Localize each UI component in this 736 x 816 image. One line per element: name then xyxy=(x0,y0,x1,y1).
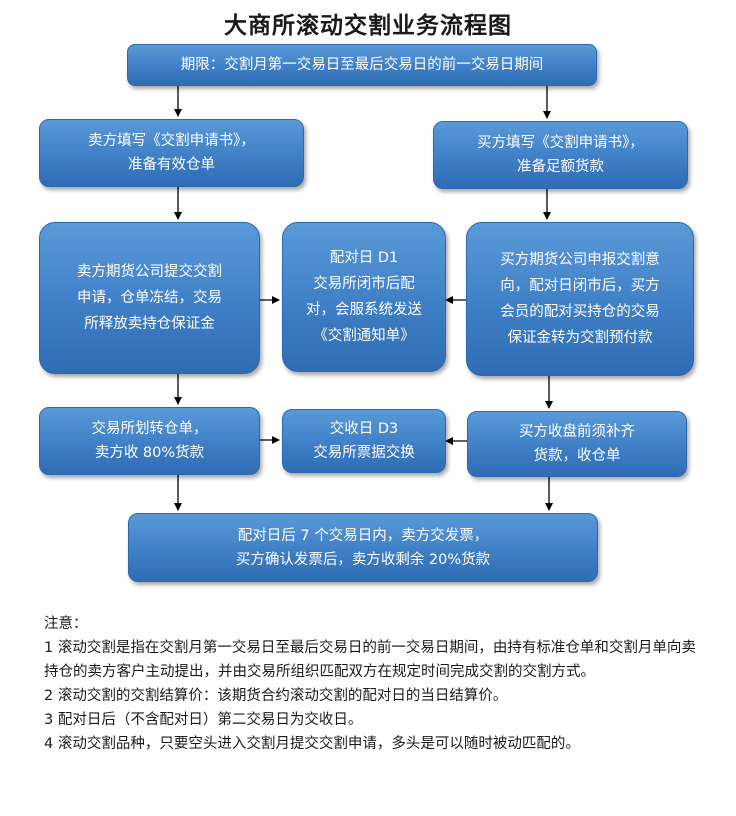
receipt-day-box: 交收日 D3 交易所票据交换 xyxy=(282,409,446,473)
buyer-fill-line: 准备足额货款 xyxy=(517,159,604,175)
seller-broker-line: 所释放卖持仓保证金 xyxy=(84,316,215,332)
note-item: 1 滚动交割是指在交割月第一交易日至最后交易日的前一交易日期间，由持有标准仓单和… xyxy=(44,640,696,680)
notes-section: 注意： 1 滚动交割是指在交割月第一交易日至最后交易日的前一交易日期间，由持有标… xyxy=(44,612,704,756)
note-item: 3 配对日后（不含配对日）第二交易日为交收日。 xyxy=(44,712,363,728)
receipt-day-line: 交易所票据交换 xyxy=(313,445,415,461)
buyer-pay-line: 货款，收仓单 xyxy=(533,448,621,464)
exchange-transfer-box: 交易所划转仓单， 卖方收 80%货款 xyxy=(39,407,260,475)
seller-fill-line: 卖方填写《交割申请书》， xyxy=(88,133,255,149)
buyer-pay-line: 买方收盘前须补齐 xyxy=(519,424,635,440)
final-settlement-line: 配对日后 7 个交易日内，卖方交发票， xyxy=(237,527,489,544)
buyer-broker-line: 买方期货公司申报交割意 xyxy=(500,252,660,268)
match-day-line: 配对日 D1 xyxy=(329,250,399,266)
note-item: 2 滚动交割的交割结算价：该期货合约滚动交割的配对日的当日结算价。 xyxy=(44,688,508,704)
period-text: 期限：交割月第一交易日至最后交易日的前一交易日期间 xyxy=(180,57,544,73)
match-day-line: 《交割通知单》 xyxy=(313,328,415,344)
seller-broker-line: 申请，仓单冻结，交易 xyxy=(77,290,222,306)
buyer-broker-box: 买方期货公司申报交割意 向，配对日闭市后，买方 会员的配对买持仓的交易 保证金转… xyxy=(466,222,694,376)
buyer-fill-line: 买方填写《交割申请书》， xyxy=(477,135,644,151)
match-day-line: 交易所闭市后配 xyxy=(313,276,415,292)
exchange-transfer-line: 交易所划转仓单， xyxy=(91,421,208,437)
note-item: 4 滚动交割品种，只要空头进入交割月提交交割申请，多头是可以随时被动匹配的。 xyxy=(44,736,580,752)
seller-fill-box: 卖方填写《交割申请书》， 准备有效仓单 xyxy=(39,119,304,187)
seller-broker-line: 卖方期货公司提交交割 xyxy=(77,264,222,280)
period-box: 期限：交割月第一交易日至最后交易日的前一交易日期间 xyxy=(127,44,597,86)
buyer-broker-line: 向，配对日闭市后，买方 xyxy=(500,278,660,294)
buyer-broker-line: 会员的配对买持仓的交易 xyxy=(500,304,660,320)
seller-fill-line: 准备有效仓单 xyxy=(128,157,215,173)
final-settlement-line: 买方确认发票后，卖方收剩余 20%货款 xyxy=(235,551,491,568)
seller-broker-box: 卖方期货公司提交交割 申请，仓单冻结，交易 所释放卖持仓保证金 xyxy=(39,222,260,374)
match-day-line: 对，会服系统发送 xyxy=(306,302,422,318)
exchange-transfer-line: 卖方收 80%货款 xyxy=(94,445,205,461)
notes-heading: 注意： xyxy=(44,616,88,632)
buyer-pay-box: 买方收盘前须补齐 货款，收仓单 xyxy=(467,411,687,477)
page-title: 大商所滚动交割业务流程图 xyxy=(224,12,512,39)
buyer-broker-line: 保证金转为交割预付款 xyxy=(507,330,653,346)
receipt-day-line: 交收日 D3 xyxy=(329,421,399,437)
match-day-box: 配对日 D1 交易所闭市后配 对，会服系统发送 《交割通知单》 xyxy=(282,222,446,372)
final-settlement-box: 配对日后 7 个交易日内，卖方交发票， 买方确认发票后，卖方收剩余 20%货款 xyxy=(128,513,598,582)
buyer-fill-box: 买方填写《交割申请书》， 准备足额货款 xyxy=(433,121,688,189)
